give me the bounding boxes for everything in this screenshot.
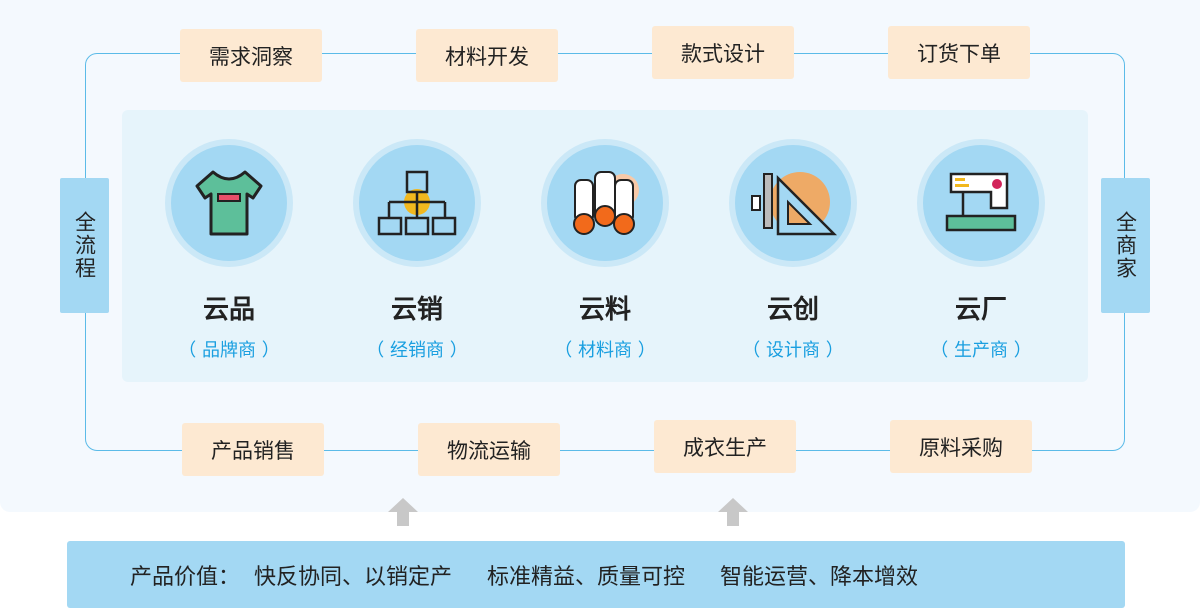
node-title: 云厂 — [954, 295, 1007, 325]
fabric-rolls-icon — [573, 171, 639, 235]
node-material: 云料 （ 材料商 ） — [511, 139, 699, 362]
tshirt-icon — [195, 170, 263, 236]
node-distributor: 云销 （ 经销商 ） — [323, 139, 511, 362]
node-designer: 云创 （ 设计商 ） — [699, 139, 887, 362]
node-title: 云销 — [390, 295, 443, 325]
step-material-development: 材料开发 — [416, 29, 558, 82]
up-arrow-icon — [718, 498, 748, 526]
sewing-machine-icon — [945, 172, 1017, 232]
step-product-sales: 产品销售 — [182, 423, 324, 476]
step-demand-insight: 需求洞察 — [180, 29, 322, 82]
node-subtitle: （ 设计商 ） — [742, 340, 844, 361]
up-arrow-icon — [388, 498, 418, 526]
node-subtitle: （ 生产商 ） — [930, 340, 1032, 361]
design-tools-icon — [751, 172, 838, 236]
side-label-all-merchants: 全商家 — [1101, 178, 1150, 313]
node-manufacturer: 云厂 （ 生产商 ） — [887, 139, 1075, 362]
product-value-label: 产品价值： — [130, 564, 241, 590]
node-title: 云料 — [578, 295, 631, 325]
step-raw-material-purchase: 原料采购 — [890, 420, 1032, 473]
step-ordering: 订货下单 — [888, 26, 1030, 79]
step-style-design: 款式设计 — [652, 26, 794, 79]
side-label-full-process: 全流程 — [60, 178, 109, 313]
node-subtitle: （ 品牌商 ） — [178, 340, 280, 361]
product-value-items: 快反协同、以销定产 标准精益、质量可控 智能运营、降本增效 — [254, 564, 918, 590]
step-logistics: 物流运输 — [418, 423, 560, 476]
node-subtitle: （ 材料商 ） — [554, 340, 656, 361]
node-subtitle: （ 经销商 ） — [366, 340, 468, 361]
product-value-bar: 产品价值： 快反协同、以销定产 标准精益、质量可控 智能运营、降本增效 — [67, 541, 1125, 608]
distribution-icon — [377, 170, 457, 236]
node-brand: 云品 （ 品牌商 ） — [135, 139, 323, 362]
node-title: 云创 — [766, 295, 819, 325]
step-garment-production: 成衣生产 — [654, 420, 796, 473]
node-title: 云品 — [202, 295, 255, 325]
